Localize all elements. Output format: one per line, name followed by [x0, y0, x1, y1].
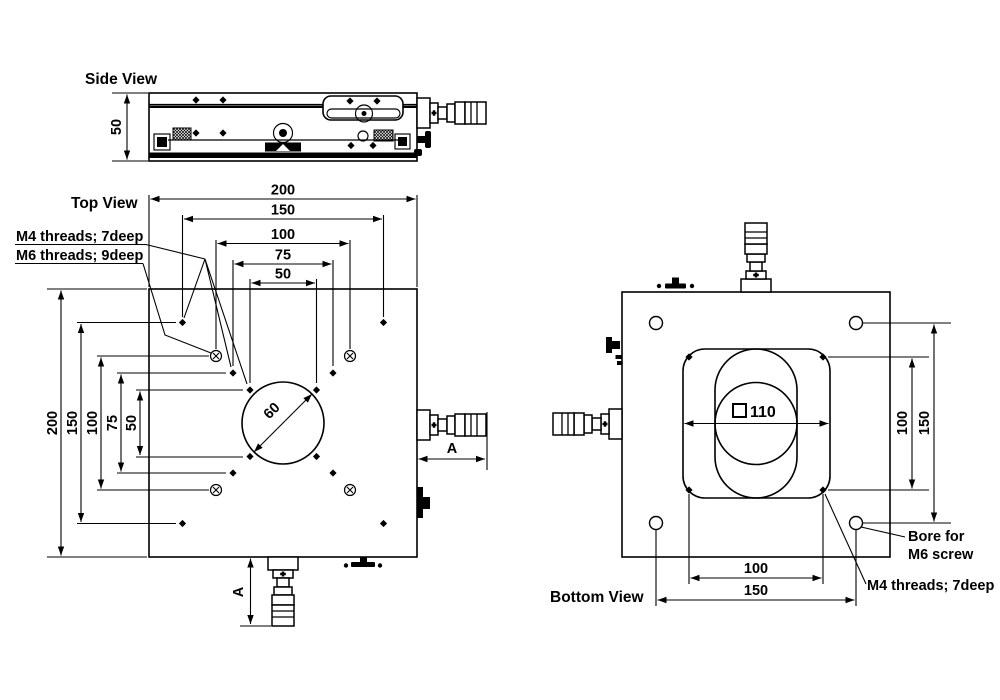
top-right-micrometer — [415, 408, 488, 442]
bottom-plate-outline — [621, 291, 891, 558]
m4-hole-icon — [819, 486, 827, 494]
aperture-size-value: 110 — [750, 404, 776, 421]
m4-hole-icon — [178, 519, 187, 528]
m4-leader-lines — [145, 243, 248, 385]
side-height-value: 50 — [109, 119, 125, 135]
top-view-foot — [343, 557, 383, 568]
m6-hole-icon — [343, 483, 357, 497]
m6-bore-icon — [848, 315, 864, 331]
side-lock-knob — [417, 131, 431, 148]
m4-hole-icon — [246, 452, 254, 461]
top-dim-100: 100 — [271, 227, 295, 243]
m4-hole-icon — [819, 353, 827, 361]
left-dimensions: 200 150 100 75 50 — [45, 290, 144, 556]
top-bottom-micrometer — [266, 555, 300, 628]
travel-dimension-right: A — [418, 412, 488, 470]
m6-hole-icon — [343, 349, 357, 363]
side-knurl-right — [373, 129, 394, 142]
bottom-view-extension-lines — [655, 322, 951, 606]
side-micrometer — [415, 96, 488, 130]
side-height-dimension: 50 — [109, 92, 148, 162]
top-view: Top View 200 150 100 75 50 200 150 — [15, 183, 488, 628]
top-dim-200: 200 — [271, 183, 295, 199]
note-bore-line2: M6 screw — [908, 547, 974, 563]
bottom-left-micrometer — [551, 407, 624, 441]
bottom-dim-100: 100 — [744, 561, 768, 577]
side-left-clamp — [153, 133, 171, 151]
top-view-label: Top View — [71, 195, 139, 212]
left-dim-75: 75 — [105, 415, 121, 431]
m4-hole-icon — [379, 318, 388, 327]
side-handle-slot — [322, 95, 404, 123]
bore-leader-line — [860, 526, 906, 538]
side-base-plate — [149, 152, 417, 158]
circle-diameter-value: 60 — [261, 400, 284, 423]
bottom-view-label: Bottom View — [550, 589, 645, 606]
bottom-top-micrometer — [739, 221, 773, 294]
left-dim-100: 100 — [85, 411, 101, 435]
m4-hole-icon — [229, 469, 237, 477]
side-right-clamp — [394, 133, 411, 150]
top-right-lock-knob — [417, 487, 430, 518]
note-m4-threads-bottom: M4 threads; 7deep — [867, 578, 994, 594]
bottom-view-bottom-dimensions: 100 150 — [657, 561, 855, 604]
top-dim-extension-lines — [148, 195, 418, 383]
top-dim-150: 150 — [271, 203, 295, 219]
m6-leader-line — [142, 263, 212, 354]
m6-bore-icon — [648, 515, 664, 531]
travel-a-right: A — [447, 441, 458, 457]
top-dim-50: 50 — [275, 267, 291, 283]
left-dim-extension-lines — [47, 288, 243, 558]
bottom-view: Bottom View 110 — [550, 221, 994, 606]
m4-hole-icon — [246, 386, 254, 394]
m4-hole-icon — [329, 369, 337, 377]
travel-a-bottom: A — [231, 586, 247, 597]
m4-hole-icon — [312, 386, 321, 394]
bottom-dim-150: 150 — [744, 583, 768, 599]
aperture-shapes: 110 — [682, 348, 831, 499]
m4-leader-line — [824, 493, 867, 585]
m6-bore-icon — [648, 315, 664, 331]
right-dim-100: 100 — [895, 411, 911, 435]
m6-hole-icon — [209, 483, 223, 497]
travel-dimension-bottom: A — [231, 558, 271, 627]
side-view: Side View — [85, 71, 488, 162]
top-dimensions: 200 150 100 75 50 — [150, 183, 416, 287]
m6-hole-icon — [209, 349, 223, 363]
bottom-top-knob — [656, 277, 695, 289]
right-dim-150: 150 — [917, 411, 933, 435]
m6-bore-icon — [848, 515, 864, 531]
m4-hole-icon — [312, 452, 321, 461]
side-view-label: Side View — [85, 71, 158, 88]
m4-hole-icon — [229, 369, 237, 377]
top-dim-75: 75 — [275, 248, 291, 264]
left-dim-150: 150 — [65, 411, 81, 435]
bottom-view-callouts: Bore for M6 screw M4 threads; 7deep — [824, 493, 994, 594]
bottom-left-knob — [606, 337, 622, 365]
note-m4-threads: M4 threads; 7deep — [16, 229, 143, 245]
left-dim-50: 50 — [124, 415, 140, 431]
note-underlines — [15, 243, 146, 265]
left-dim-200: 200 — [45, 411, 61, 435]
side-center-bearing — [265, 122, 301, 152]
thread-callouts: M4 threads; 7deep M6 threads; 9deep — [15, 229, 248, 385]
m4-hole-icon — [329, 469, 337, 477]
side-knurl-left — [172, 127, 192, 141]
side-top-plate-edge — [149, 105, 417, 108]
bottom-view-right-dimensions: 100 150 — [895, 324, 938, 522]
square-symbol-icon — [732, 403, 747, 418]
note-bore-line1: Bore for — [908, 529, 965, 545]
m4-hole-icon — [379, 519, 388, 528]
m4-hole-icon — [178, 318, 187, 327]
note-m6-threads: M6 threads; 9deep — [16, 248, 143, 264]
center-circle: 60 — [241, 381, 325, 465]
